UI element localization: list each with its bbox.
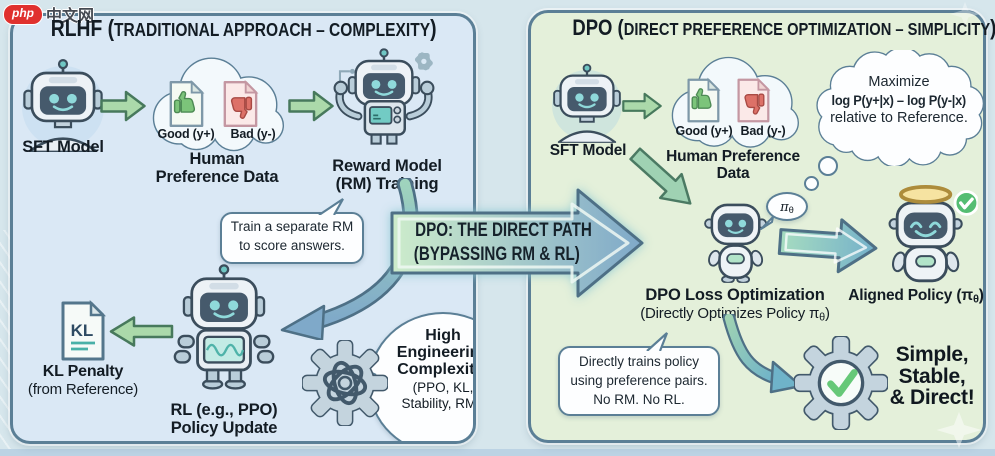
caption-right-line-1: Human Preference [666,148,800,165]
dpo-loss-label: DPO Loss Optimization (Directly Optimize… [622,286,848,326]
bad-label-right: Bad (y-) [740,124,786,138]
bad-label: Bad (y-) [230,127,276,141]
dpo-label-line-1: DPO Loss Optimization [645,286,825,304]
arrow-data-to-rm-icon [288,90,334,122]
dpo-speech-bubble: Directly trains policy using preference … [558,346,720,416]
formula-line-1: Maximize [868,74,930,90]
kl-penalty-label: KL Penalty (from Reference) [6,363,160,398]
complexity-line-2: Engineering [396,344,473,361]
complexity-line-3: Complexity! [397,361,473,378]
human-preference-data-label: Human Preference Data [138,150,296,186]
rlhf-title: RLHF (TRADITIONAL APPROACH – COMPLEXITY) [14,15,466,42]
thought-trail-circle-large [818,156,838,176]
arrow-sft-to-data-icon [100,90,146,122]
caption-line-2: Preference Data [155,167,279,186]
thought-trail-circle-small [804,176,819,191]
dpo-label-line-2-post: ) [824,304,830,322]
sparkle-icon-top [950,2,980,26]
arrow-sft-to-dpo-icon [629,147,692,205]
dpo-label-line-2-pre: (Directly Optimizes Policy π [640,304,820,322]
caption-right-line-2: Data [716,165,750,182]
kl-label-line-1: KL Penalty [42,363,124,380]
site-watermark: php 中文网 [3,2,94,26]
rl-policy-update-label: RL (e.g., PPO) Policy Update [150,401,298,437]
center-arrow-line-1: DPO: THE DIRECT PATH [415,220,592,241]
aligned-policy-robot-icon [878,184,978,296]
aligned-theta: θ [972,293,979,306]
dpo-bubble-tail-icon [646,332,669,351]
kl-document-icon: KL [61,300,107,361]
arrow-dpo-to-aligned-icon [777,218,878,274]
formula-line-3: relative to Reference. [830,110,968,126]
caption-line-1: Human [189,150,245,168]
tagline-line-2: Stable, [898,364,966,388]
curved-arrow-to-gear-icon [722,314,803,394]
rlhf-title-suffix: ) [430,15,437,41]
rm-speech-bubble: Train a separate RM to score answers. [220,212,364,264]
rm-bubble-line-2: to score answers. [239,237,345,253]
dpo-direct-path-arrow [390,188,644,298]
aligned-policy-label: Aligned Policy (πθ) [836,287,995,305]
site-name: 中文网 [46,8,95,25]
background-texture [0,230,12,456]
arrow-rl-to-kl-icon [109,316,174,347]
center-arrow-line-2: (BYPASSING RM & RL) [413,243,580,265]
rl-label-line-2: Policy Update [170,418,278,437]
dpo-bubble-line-1: Directly trains policy [578,354,700,369]
dpo-title-prefix: DPO ( [572,15,624,40]
simple-stable-direct-label: Simple, Stable, & Direct! [870,344,994,409]
tagline-line-3: & Direct! [889,386,975,409]
rlhf-title-inner: TRADITIONAL APPROACH – COMPLEXITY [114,19,431,40]
tangled-gear-icon [302,340,388,426]
bottom-edge-strip [0,449,995,456]
sparkle-icon-bottom [936,412,982,448]
dpo-theta: θ [819,310,825,323]
maximize-formula-text: Maximize log P(y+|x) – log P(y-|x) relat… [818,74,980,128]
dpo-title-suffix: ) [990,15,995,40]
sft-model-label: SFT Model [22,138,104,156]
complexity-line-4: (PPO, KL, [412,380,473,395]
rlhf-title-prefix: RLHF ( [50,15,115,41]
theta-symbol: θ [788,205,794,216]
pi-bubble-tail-icon [760,216,774,230]
thumbs-down-doc-icon-right [735,77,771,124]
dpo-robot-icon [700,198,772,283]
kl-doc-text: KL [71,321,94,340]
rm-bubble-line-1: Train a separate RM [230,219,354,234]
rm-bubble-tail-icon [318,198,344,215]
thumbs-up-doc-icon-right [685,77,721,124]
sft-model-label-right: SFT Model [549,142,627,159]
rl-label-line-1: RL (e.g., PPO) [170,401,278,419]
aligned-label-post: ) [978,287,984,304]
formula-line-2: log P(y+|x) – log P(y-|x) [831,92,967,108]
aligned-label-pre: Aligned Policy (π [848,287,973,304]
human-preference-data-label-right: Human Preference Data [656,148,810,182]
rm-label-line-1: Reward Model [332,157,442,175]
check-gear-icon [794,336,888,430]
dpo-bubble-line-2: using preference pairs. [570,373,708,388]
php-logo-icon: php [3,3,43,25]
dpo-title: DPO (DIRECT PREFERENCE OPTIMIZATION – SI… [532,15,995,41]
pi-symbol: π [780,200,789,215]
good-label: Good (y+) [157,127,215,141]
arrow-sft-to-data-icon-right [622,92,662,120]
complexity-line-5: Stability, RM). [401,395,473,411]
dpo-bubble-line-3: No RM. No RL. [593,392,685,407]
tagline-line-1: Simple, [895,343,969,366]
kl-label-line-2: (from Reference) [27,380,139,398]
dpo-title-inner: DIRECT PREFERENCE OPTIMIZATION – SIMPLIC… [623,19,991,39]
center-arrow-caption: DPO: THE DIRECT PATH (BYPASSING RM & RL) [393,219,592,266]
complexity-line-1: High [425,327,461,344]
good-label-right: Good (y+) [675,124,733,138]
sft-robot-icon-right [553,62,621,143]
